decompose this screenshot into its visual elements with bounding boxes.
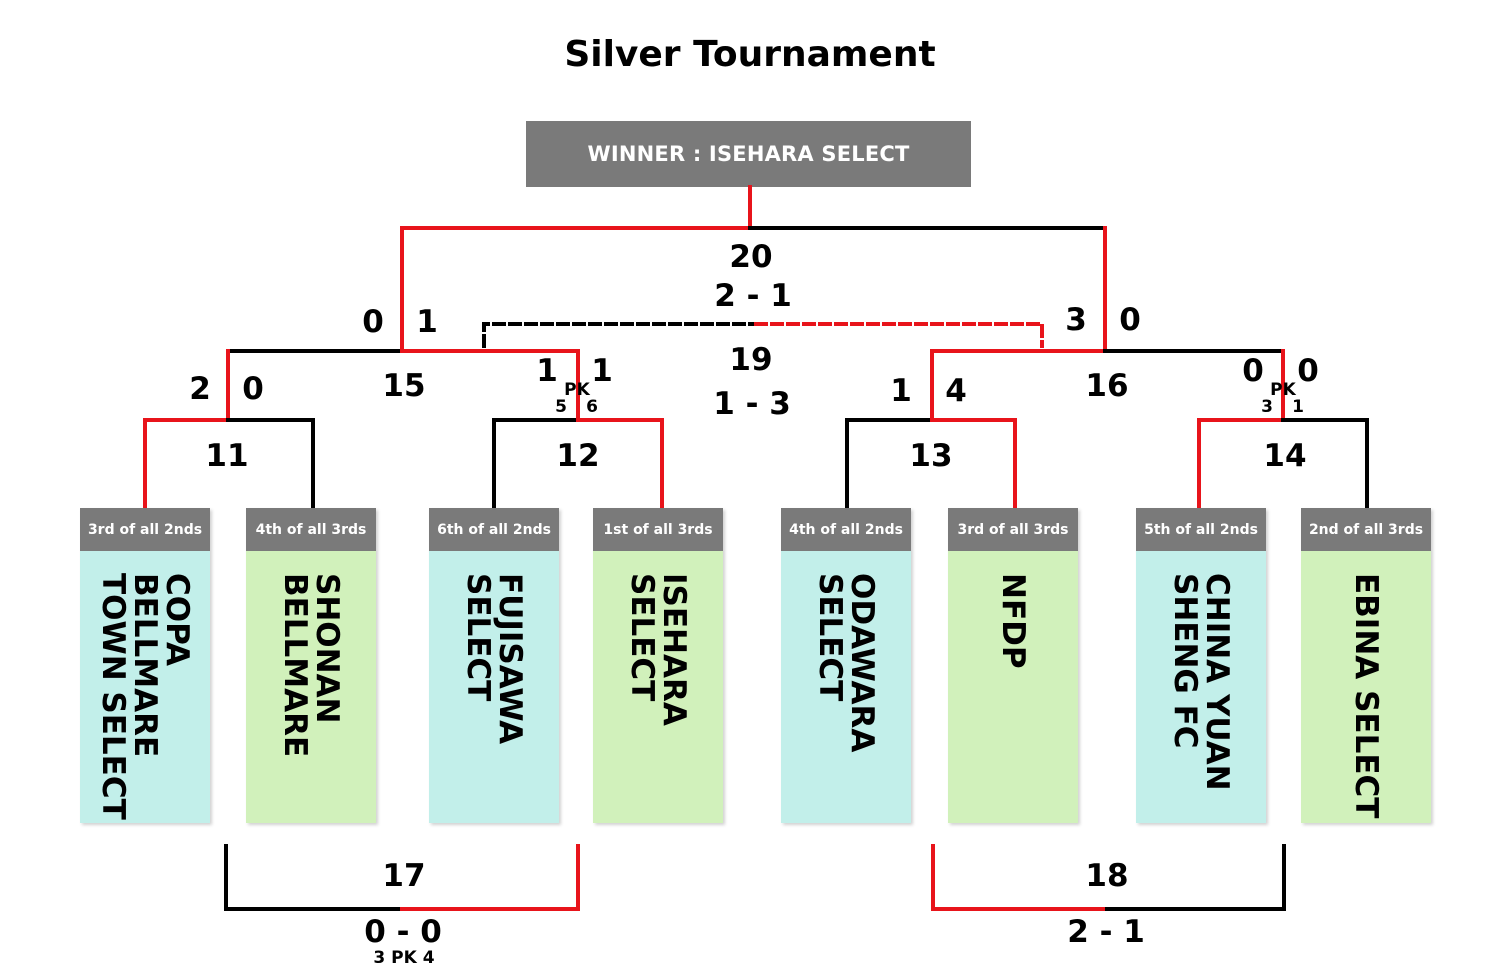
team-rank: 1st of all 3rds: [593, 508, 723, 551]
line-m12-right: [576, 418, 664, 510]
line-m13-right: [930, 418, 1017, 510]
match-13-score-right: 4: [945, 373, 967, 409]
match-12-score-right: 1: [591, 353, 613, 389]
line-final-left: [400, 185, 752, 353]
line-m13-left: [845, 418, 934, 510]
match-14-score-right: 0: [1297, 353, 1319, 389]
match-20-number: 20: [729, 239, 773, 275]
team-rank: 6th of all 2nds: [429, 508, 559, 551]
line-m18-left: [931, 844, 1109, 911]
line-m18-right: [1105, 844, 1286, 911]
team-rank: 5th of all 2nds: [1136, 508, 1266, 551]
match-18-number: 18: [1085, 858, 1129, 894]
match-13-score-left: 1: [890, 373, 912, 409]
team-card-6: 3rd of all 3rds NFDP: [948, 508, 1078, 823]
match-17-number: 17: [382, 858, 426, 894]
match-14-number: 14: [1263, 438, 1307, 474]
line-m14-right: [1281, 418, 1369, 510]
line-m11-right: [226, 418, 315, 510]
match-11-score-right: 0: [242, 371, 264, 407]
line-m16-left: [930, 349, 1107, 422]
team-rank: 3rd of all 2nds: [80, 508, 210, 551]
winner-banner: WINNER : ISEHARA SELECT: [526, 121, 971, 187]
line-m19-left: [482, 322, 754, 348]
match-15-score-left: 0: [362, 304, 384, 340]
match-13-number: 13: [909, 438, 953, 474]
match-14-pk-label: PK: [1270, 380, 1296, 400]
match-14-pk-right: 1: [1292, 397, 1304, 417]
match-12-number: 12: [556, 438, 600, 474]
match-17-pk: 3 PK 4: [373, 948, 435, 968]
match-20-score: 2 - 1: [714, 278, 792, 314]
page-title: Silver Tournament: [564, 34, 936, 75]
match-16-score-right: 0: [1119, 302, 1141, 338]
match-12-pk-left: 5: [555, 397, 567, 417]
match-12-pk-right: 6: [586, 397, 598, 417]
line-m17-left: [224, 844, 404, 911]
match-19-number: 19: [729, 342, 773, 378]
team-name: NFDP: [995, 573, 1031, 669]
match-11-number: 11: [205, 438, 249, 474]
match-11-score-left: 2: [189, 371, 211, 407]
line-m15-right: [400, 349, 580, 422]
match-15-score-right: 1: [416, 304, 438, 340]
match-18-score: 2 - 1: [1067, 914, 1145, 950]
match-12-score-left: 1: [536, 353, 558, 389]
line-m11-left: [143, 418, 230, 510]
match-15-number: 15: [382, 368, 426, 404]
match-16-number: 16: [1085, 368, 1129, 404]
team-name: EBINA SELECT: [1348, 573, 1384, 819]
line-m12-left: [492, 418, 580, 510]
team-rank: 3rd of all 3rds: [948, 508, 1078, 551]
line-m14-left: [1197, 418, 1285, 510]
team-rank: 2nd of all 3rds: [1301, 508, 1431, 551]
match-19-score: 1 - 3: [713, 386, 791, 422]
team-rank: 4th of all 2nds: [781, 508, 911, 551]
line-m19-right: [754, 322, 1044, 348]
team-rank: 4th of all 3rds: [246, 508, 376, 551]
match-17-score: 0 - 0: [364, 914, 442, 950]
match-14-score-left: 0: [1242, 353, 1264, 389]
line-m17-right: [400, 844, 580, 911]
match-14-pk-left: 3: [1261, 397, 1273, 417]
team-card-8: 2nd of all 3rds EBINA SELECT: [1301, 508, 1431, 823]
match-16-score-left: 3: [1065, 302, 1087, 338]
match-12-pk-label: PK: [564, 380, 590, 400]
